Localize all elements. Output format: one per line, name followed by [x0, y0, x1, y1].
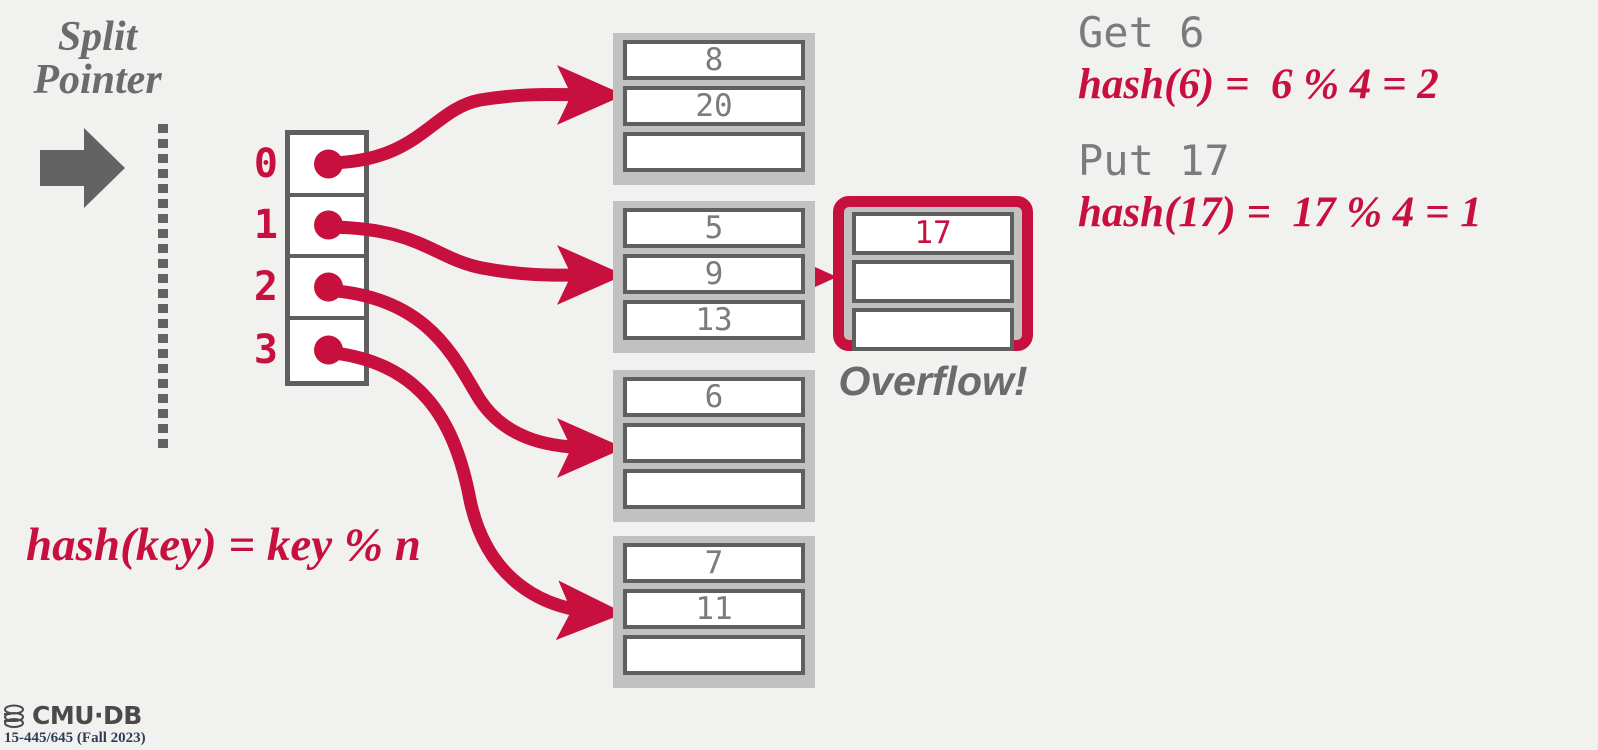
directory-index-label: 1 [253, 202, 278, 249]
overflow-slot: 17 [852, 212, 1014, 255]
split-pointer-label: Split Pointer [33, 14, 162, 103]
footer: CMU·DB 15-445/645 (Fall 2023) [4, 703, 146, 746]
directory-pointer-dot-icon [314, 210, 343, 240]
bucket-slot [623, 423, 805, 463]
operation-hash: hash(6) = 6 % 4 = 2 [1078, 60, 1439, 108]
directory-pointer-dot-icon [314, 149, 343, 179]
directory-slot-0[interactable]: 0 [254, 135, 364, 197]
operation-hash: hash(17) = 17 % 4 = 1 [1078, 188, 1482, 236]
bucket-slot: 8 [623, 40, 805, 80]
cmu-db-stacked-disks-icon [4, 704, 24, 728]
bucket-slot: 6 [623, 377, 805, 417]
hash-function-formula: hash(key) = key % n [26, 519, 421, 571]
directory-slot-3[interactable]: 3 [254, 320, 364, 382]
operation-command: Put 17 [1078, 136, 1230, 186]
bucket-slot: 13 [623, 300, 805, 340]
bucket-2: 6 [613, 370, 815, 522]
bucket-3: 7 11 [613, 536, 815, 688]
footer-course-label: 15-445/645 (Fall 2023) [4, 730, 146, 746]
bucket-slot: 9 [623, 254, 805, 294]
operation-put: Put 17 hash(17) = 17 % 4 = 1 [1078, 136, 1588, 238]
overflow-bucket: 17 [833, 196, 1033, 351]
directory-pointer-dot-icon [314, 335, 343, 365]
cmu-db-logo: CMU·DB [4, 703, 146, 728]
overflow-slot [852, 308, 1014, 351]
overflow-caption: Overflow! [838, 358, 1028, 404]
operation-command: Get 6 [1078, 8, 1205, 57]
bucket-slot [623, 132, 805, 172]
directory-slot-1[interactable]: 1 [254, 197, 364, 258]
bucket-slot [623, 469, 805, 509]
directory-index-label: 3 [253, 327, 278, 374]
operation-get: Get 6 hash(6) = 6 % 4 = 2 [1078, 8, 1588, 110]
bucket-slot: 11 [623, 589, 805, 629]
overflow-slot [852, 260, 1014, 303]
bucket-slot: 20 [623, 86, 805, 126]
bucket-slot: 5 [623, 208, 805, 248]
footer-wordmark: CMU·DB [32, 701, 142, 730]
split-pointer-arrow-icon [40, 128, 125, 208]
bucket-slot: 7 [623, 543, 805, 583]
split-boundary-dotted-line [158, 124, 168, 452]
operations-panel: Get 6 hash(6) = 6 % 4 = 2 Put 17 hash(17… [1078, 8, 1588, 265]
directory-index-label: 2 [253, 263, 278, 310]
bucket-slot [623, 635, 805, 675]
bucket-0: 8 20 [613, 33, 815, 185]
connector-dir3-to-bucket3 [318, 345, 625, 641]
bucket-1: 5 9 13 [613, 201, 815, 353]
directory-index-label: 0 [253, 140, 278, 187]
directory-slot-2[interactable]: 2 [254, 258, 364, 320]
directory-pointer-dot-icon [314, 272, 343, 302]
hash-directory: 0 1 2 3 [254, 130, 369, 386]
